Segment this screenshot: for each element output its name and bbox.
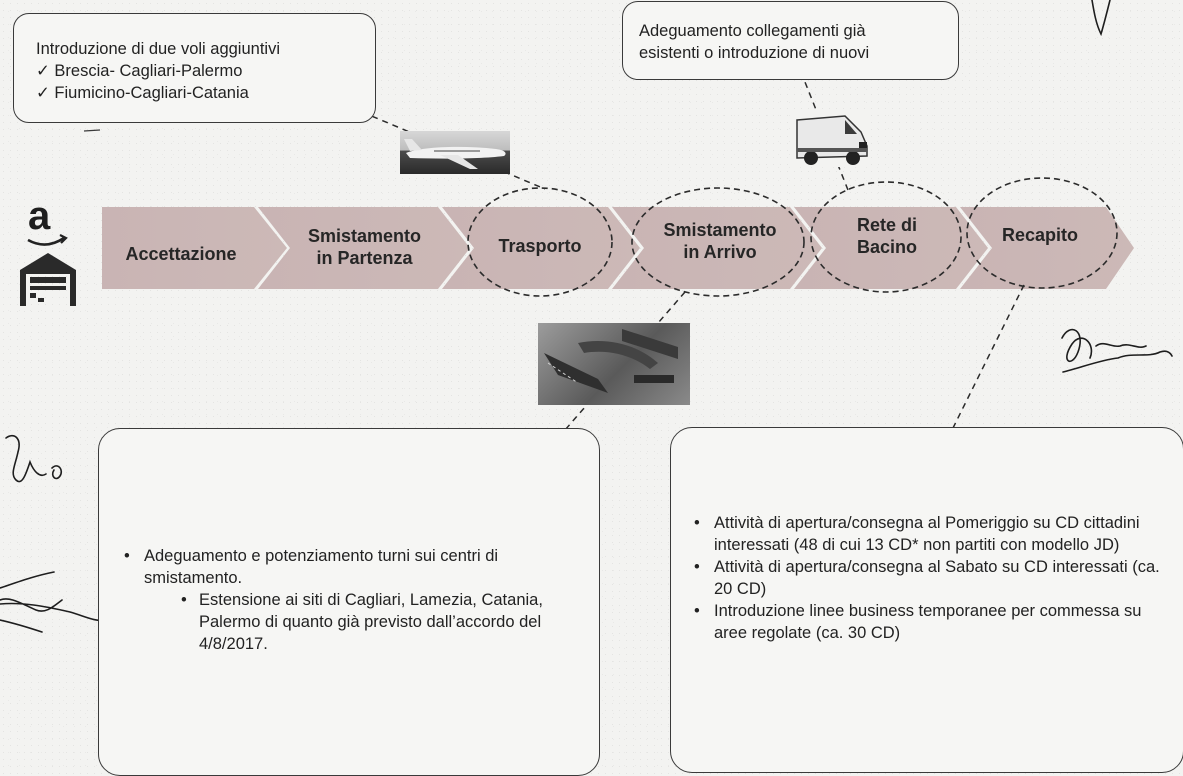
sorting-conveyor-photo — [538, 323, 690, 405]
highlight-ellipse-rete-bacino — [810, 181, 962, 293]
step-smistamento-arrivo: Smistamento in Arrivo — [663, 220, 777, 262]
callout-flights-title: Introduzione di due voli aggiuntivi — [36, 40, 280, 58]
step-recapito: Recapito — [1001, 225, 1079, 245]
airplane-photo — [400, 131, 510, 174]
sorting-sub-bullet: Estensione ai siti di Cagliari, Lamezia,… — [181, 589, 562, 655]
step-accettazione: Accettazione — [125, 244, 237, 264]
connector-recapito — [952, 284, 1025, 429]
flight-route-2-label: Fiumicino-Cagliari-Catania — [54, 84, 249, 102]
delivery-bullet-business-lines: Introduzione linee business temporanee p… — [692, 600, 1168, 644]
signature-right — [1061, 328, 1173, 373]
callout-connections: Adeguamento collegamenti già esistenti o… — [622, 1, 959, 80]
chevron-smistamento-arrivo — [612, 207, 822, 289]
callout-new-flights: Introduzione di due voli aggiuntivi Bres… — [13, 13, 376, 123]
chevron-smistamento-partenza — [258, 207, 470, 289]
stray-mark — [83, 129, 101, 132]
flight-route-1: Brescia- Cagliari-Palermo — [36, 60, 375, 82]
chevron-rete-bacino — [794, 207, 988, 289]
signature-left-bottom — [0, 571, 105, 633]
sorting-bullet: Adeguamento e potenziamento turni sui ce… — [122, 545, 562, 589]
step-trasporto: Trasporto — [498, 236, 582, 256]
signature-left-top — [5, 434, 63, 483]
chevron-trasporto — [442, 207, 640, 289]
highlight-ellipse-smistamento-arrivo — [631, 187, 805, 297]
sorting-bullet-list: Adeguamento e potenziamento turni sui ce… — [122, 545, 562, 655]
delivery-bullet-afternoon-text: Attività di apertura/consegna al Pomerig… — [714, 514, 1140, 554]
callout-connections-line-2: esistenti o introduzione di nuovi — [639, 44, 870, 62]
callout-delivery: Attività di apertura/consegna al Pomerig… — [670, 427, 1183, 773]
delivery-bullet-business-lines-text: Introduzione linee business temporanee p… — [714, 602, 1142, 642]
highlight-ellipse-recapito — [966, 177, 1118, 289]
sorting-bullet-text: Adeguamento e potenziamento turni sui ce… — [144, 547, 499, 587]
logo-letter: a — [28, 194, 51, 238]
chevron-recapito — [960, 207, 1134, 289]
flight-route-1-label: Brescia- Cagliari-Palermo — [54, 62, 243, 80]
step-rete-bacino: Rete di Bacino — [856, 215, 917, 257]
warehouse-icon — [20, 234, 76, 306]
step-smistamento-partenza: Smistamento in Partenza — [307, 226, 422, 268]
callout-connections-line-1: Adeguamento collegamenti già — [639, 22, 866, 40]
brand-logo: a — [18, 194, 78, 310]
delivery-bullet-saturday: Attività di apertura/consegna al Sabato … — [692, 556, 1168, 600]
chevron-accettazione — [102, 207, 287, 289]
delivery-bullet-saturday-text: Attività di apertura/consegna al Sabato … — [714, 558, 1160, 598]
callout-sorting-centers: Adeguamento e potenziamento turni sui ce… — [98, 428, 600, 776]
delivery-bullet-list: Attività di apertura/consegna al Pomerig… — [692, 512, 1168, 644]
sorting-sub-bullet-text: Estensione ai siti di Cagliari, Lamezia,… — [199, 591, 543, 653]
delivery-van-photo — [793, 112, 871, 167]
signature-top-right — [1091, 0, 1111, 37]
highlight-ellipse-trasporto — [467, 187, 613, 297]
flight-route-2: Fiumicino-Cagliari-Catania — [36, 82, 375, 104]
delivery-bullet-afternoon: Attività di apertura/consegna al Pomerig… — [692, 512, 1168, 556]
